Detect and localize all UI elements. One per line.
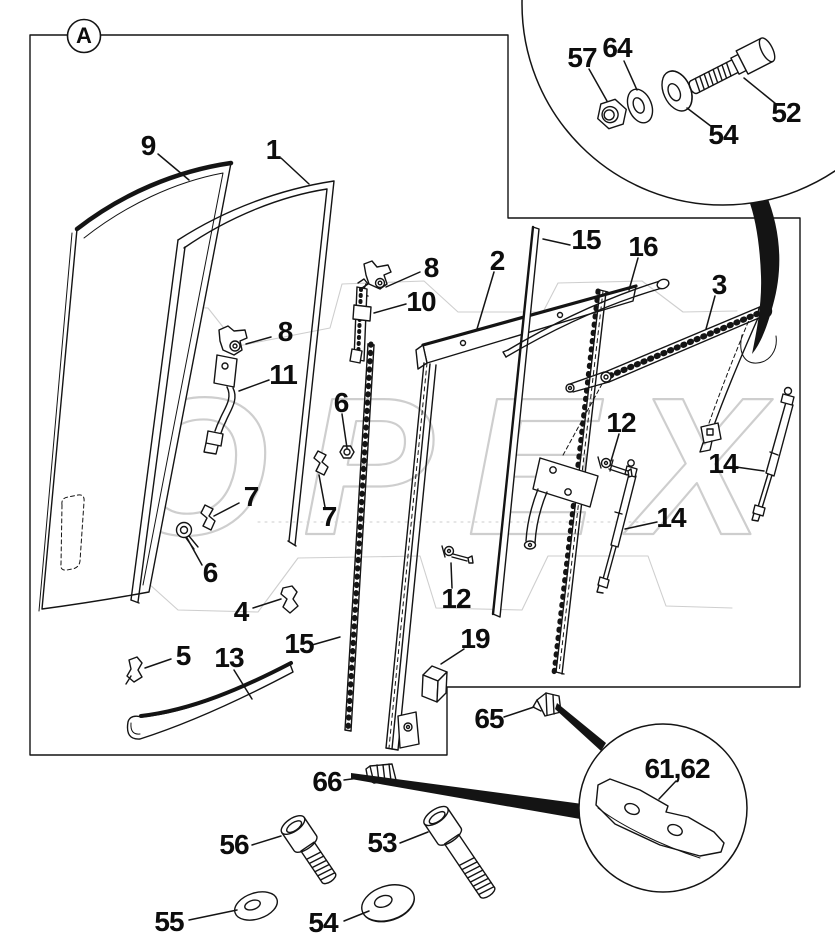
callout-part-10: 10: [406, 286, 436, 317]
callout-part-61-62: 61,62: [644, 753, 710, 784]
callout-part-4: 4: [233, 596, 250, 627]
part-11-bracket: [203, 354, 238, 455]
watermark-text: OPEX: [116, 357, 773, 576]
callout-part-54: 54: [308, 907, 338, 938]
callout-part-11: 11: [269, 359, 298, 390]
part-15-strip-upper: [491, 225, 540, 618]
part-5-clip: [125, 656, 143, 685]
pointer-wedge-66: [351, 773, 590, 820]
callout-part-16: 16: [628, 231, 658, 262]
part-56-bolt: [280, 815, 337, 885]
part-6-nut: [339, 445, 355, 459]
callout-part-7-left: 7: [243, 481, 260, 512]
callout-part-15-upper: 15: [571, 224, 601, 255]
callout-part-15-lower: 15: [284, 628, 314, 659]
callout-part-6-upper: 6: [333, 387, 350, 418]
part-52-bolt: [688, 37, 776, 95]
part-12-pin-upper: [597, 456, 633, 478]
callout-part-3: 3: [711, 269, 728, 300]
part-15-strip-lower: [344, 341, 375, 733]
callout-part-14-mid: 14: [656, 502, 686, 533]
callout-part-5: 5: [175, 640, 192, 671]
part-12-pin-lower: [441, 545, 474, 564]
part-3-arm: [523, 303, 773, 550]
callout-part-19: 19: [460, 623, 490, 654]
part-61-62-plate: [595, 778, 725, 859]
leader-lines: [144, 60, 777, 922]
callout-part-53: 53: [367, 827, 397, 858]
frame-border: [29, 34, 801, 756]
part-55-washer: [233, 891, 279, 921]
callout-part-9: 9: [140, 130, 157, 161]
part-10-rail: [349, 278, 372, 364]
detail-inset-bottom: [578, 723, 748, 893]
callout-part-14-right: 14: [708, 448, 738, 479]
callout-part-8-upper: 8: [423, 252, 440, 283]
panel-arc: [740, 334, 777, 364]
part-54-washer: [361, 884, 415, 923]
part-13-seal: [126, 661, 294, 740]
part-16-curved-rail: [502, 278, 670, 358]
callout-part-8-lower: 8: [277, 316, 294, 347]
view-a-circle: [66, 18, 102, 54]
callout-part-12-lower: 12: [441, 583, 471, 614]
callout-part-1: 1: [265, 134, 282, 165]
part-57-nut: [597, 98, 627, 130]
part-14-strut-right: [751, 386, 795, 522]
part-53-bolt: [423, 805, 496, 899]
callout-part-6-lower: 6: [202, 557, 219, 588]
part-64-washer: [626, 88, 654, 124]
callout-part-7-right: 7: [321, 501, 338, 532]
callout-part-66: 66: [312, 766, 342, 797]
callout-part-12-upper: 12: [606, 407, 636, 438]
callout-part-55: 55: [154, 906, 184, 937]
callout-part-57: 57: [567, 42, 597, 73]
callout-part-2: 2: [489, 245, 506, 276]
part-8-clamp-upper: [361, 260, 392, 297]
callout-part-64: 64: [602, 32, 632, 63]
part-7-clip-left: [200, 504, 216, 531]
detail-inset-top: [521, 0, 835, 206]
detail-pointer-swoosh: [748, 194, 780, 354]
callout-view-a: A: [76, 23, 92, 48]
part-1-frame: [130, 180, 335, 604]
callout-part-52: 52: [771, 97, 801, 128]
callout-part-56: 56: [219, 829, 249, 860]
part-4-clip: [280, 585, 299, 614]
pointer-wedge-65: [555, 703, 606, 751]
part-7-clip-right: [313, 450, 329, 476]
part-8-clamp-lower: [218, 325, 248, 356]
part-19-block: [421, 665, 448, 703]
callout-part-13: 13: [214, 642, 244, 673]
callout-part-54-inset: 54: [708, 119, 738, 150]
part-9-glass: [38, 160, 234, 612]
watermark-art: OPEX: [95, 280, 773, 613]
callout-part-65: 65: [474, 703, 504, 734]
